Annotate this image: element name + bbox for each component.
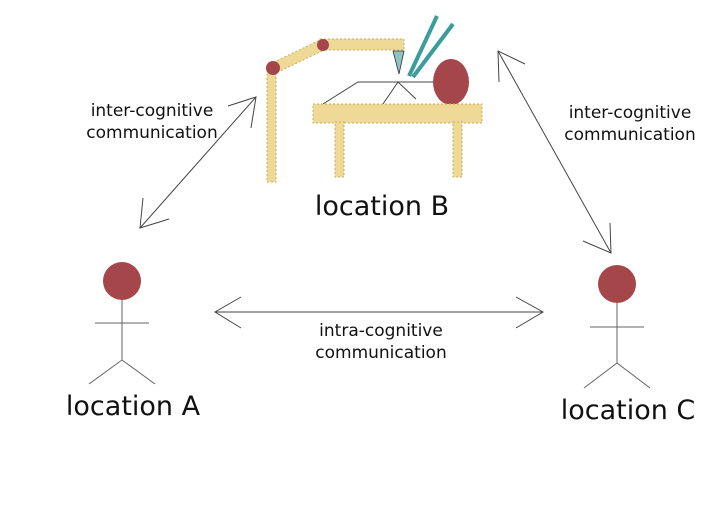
robot-joint-elbow bbox=[317, 39, 329, 51]
link-b-c-label: inter-cognitive communication bbox=[552, 102, 708, 146]
link-a-c-label: intra-cognitive communication bbox=[303, 320, 459, 364]
link-a-c-line2: communication bbox=[315, 343, 447, 363]
arrow-b-c bbox=[497, 50, 612, 254]
robot-joint-shoulder bbox=[266, 61, 280, 75]
table-leg-left bbox=[334, 121, 345, 178]
robot-arm bbox=[266, 38, 405, 183]
link-b-c-line2: communication bbox=[564, 125, 696, 145]
robot-arm-base bbox=[266, 69, 277, 183]
patient-body bbox=[322, 81, 433, 105]
robot-arm-forearm bbox=[319, 38, 405, 51]
link-a-c-line1: intra-cognitive bbox=[319, 321, 443, 341]
person-c bbox=[583, 265, 651, 389]
link-a-b-label: inter-cognitive communication bbox=[74, 100, 230, 144]
instrument-2 bbox=[411, 22, 455, 79]
link-a-b-line2: communication bbox=[86, 123, 218, 143]
patient-head bbox=[433, 59, 469, 105]
instrument-1 bbox=[407, 15, 439, 77]
person-a bbox=[88, 262, 156, 385]
arrow-a-b bbox=[139, 96, 257, 229]
arrow-a-c bbox=[214, 296, 545, 329]
person-c-head bbox=[598, 265, 636, 303]
location-a-label: location A bbox=[65, 391, 201, 422]
table-leg-right bbox=[452, 121, 463, 178]
table-top bbox=[312, 103, 483, 124]
robot-tool-tip bbox=[392, 50, 405, 75]
link-a-b-line1: inter-cognitive bbox=[90, 101, 214, 121]
patient-legs bbox=[382, 81, 417, 105]
patient bbox=[322, 59, 469, 105]
link-b-c-line1: inter-cognitive bbox=[568, 103, 692, 123]
location-c-label: location C bbox=[560, 395, 696, 426]
person-a-head bbox=[103, 262, 141, 300]
operating-table bbox=[312, 103, 483, 178]
location-b-label: location B bbox=[314, 191, 450, 222]
